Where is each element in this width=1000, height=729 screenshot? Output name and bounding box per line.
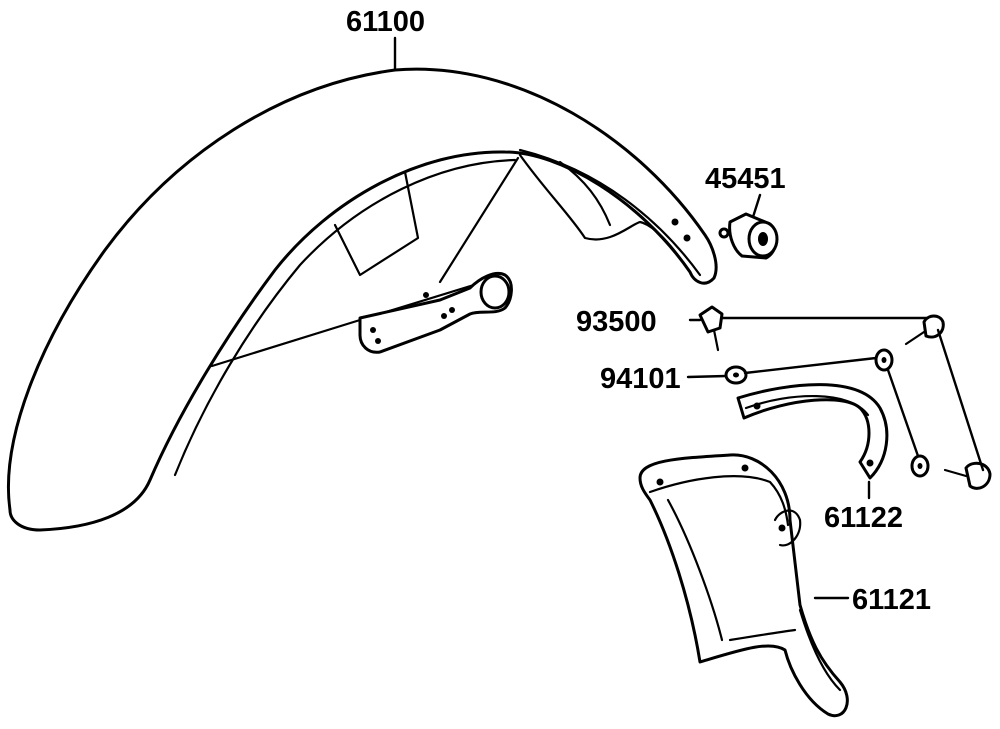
- front-fender-61100: [6, 67, 718, 532]
- mud-flap-61121: [638, 453, 850, 718]
- label-45451: 45451: [705, 163, 786, 195]
- label-61122: 61122: [824, 502, 903, 534]
- fender-mount-bracket: [358, 272, 513, 354]
- label-61100: 61100: [346, 6, 425, 38]
- grommet-45451: [718, 193, 779, 260]
- label-93500: 93500: [576, 306, 657, 338]
- washer-94101: [686, 348, 930, 478]
- bolt-93500: [688, 305, 992, 490]
- bracket-61122: [736, 383, 889, 500]
- label-61121: 61121: [852, 584, 931, 616]
- label-94101: 94101: [600, 363, 681, 395]
